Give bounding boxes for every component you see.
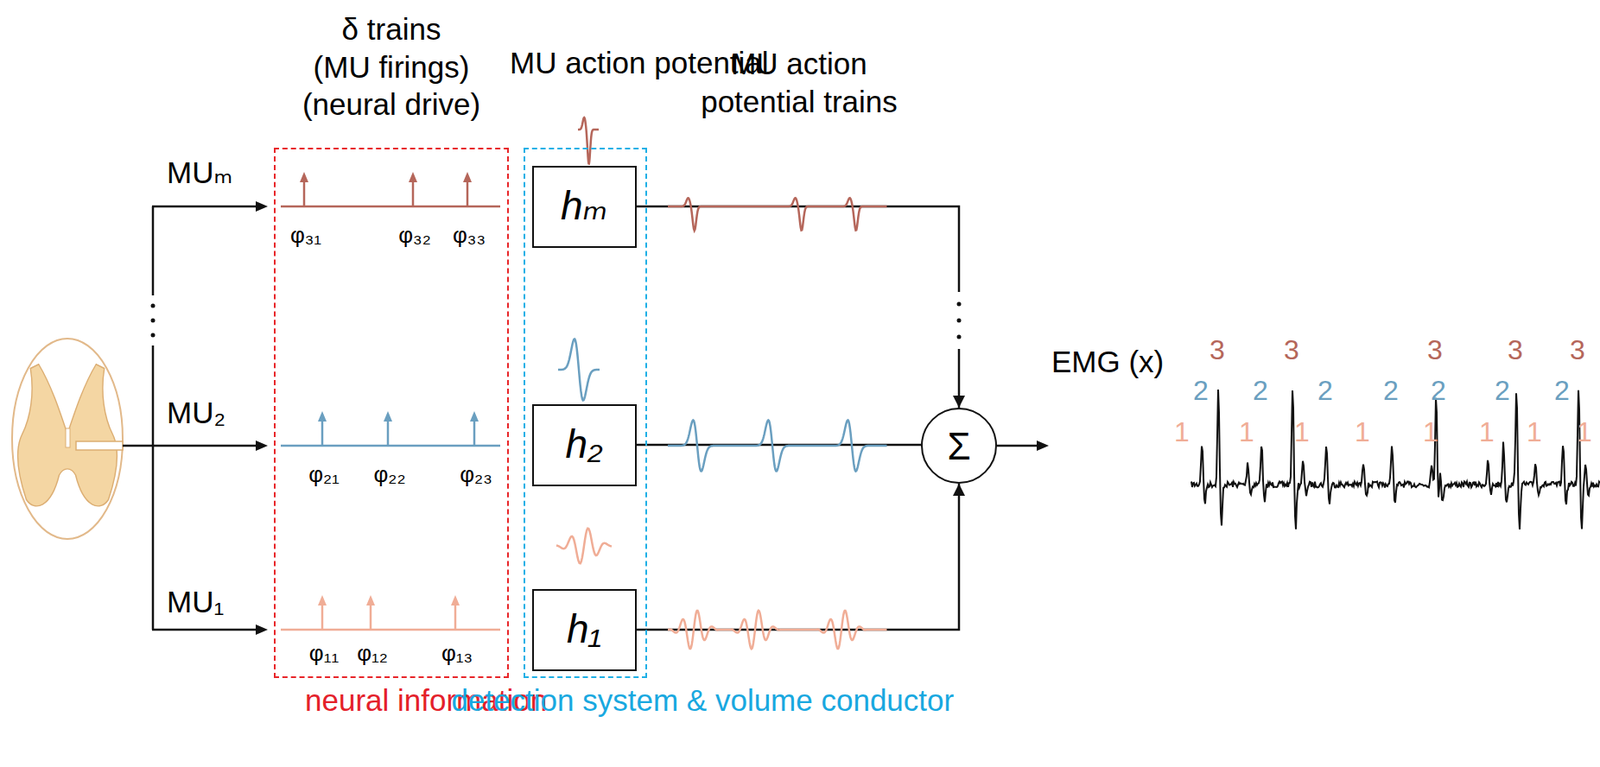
ellipsis-dot [957, 318, 962, 324]
spike-number: 2 [1554, 373, 1570, 408]
summation-symbol: Σ [946, 422, 971, 470]
transfer-function-name: h₂ [565, 419, 603, 470]
motor-unit-label: MU₂ [166, 393, 226, 432]
firing-time-label: φ₃₃ [452, 221, 486, 250]
firing-impulse [454, 603, 458, 630]
muap-shape [558, 339, 600, 401]
gray-matter [18, 364, 118, 507]
central-canal [65, 428, 70, 448]
signal-label: EMG (x) [1051, 342, 1164, 381]
branch-line [152, 206, 155, 296]
spike-number: 1 [1576, 414, 1593, 450]
delta-train-baseline [280, 444, 501, 448]
firing-impulse [412, 180, 415, 207]
ellipsis-dot [957, 302, 962, 307]
transfer-function-box: h₂ [532, 404, 637, 487]
motor-unit-label: MUₘ [166, 153, 233, 192]
action-potential-trains [667, 197, 888, 649]
arrow-head [255, 440, 268, 451]
ellipsis-dot [151, 318, 156, 324]
transfer-function-box: h₁ [532, 589, 637, 672]
muap-train [667, 197, 888, 231]
impulse-head [317, 411, 327, 422]
impulse-head [366, 595, 375, 606]
muap-shape [577, 117, 599, 165]
muap-train [667, 419, 888, 471]
spike-number: 1 [1354, 414, 1371, 450]
ellipsis-ground [952, 292, 966, 350]
spike-number: 1 [1174, 414, 1190, 450]
spike-number: 3 [1427, 332, 1443, 368]
spike-number: 2 [1193, 373, 1209, 408]
muap-train [667, 610, 888, 649]
firing-impulse [321, 419, 324, 446]
branch-line [152, 345, 155, 630]
spike-number: 1 [1526, 414, 1543, 450]
spike-number: 2 [1252, 373, 1269, 408]
muap-shape [556, 528, 612, 564]
transfer-function-name: h₁ [566, 604, 602, 655]
arrow-head [1036, 440, 1049, 451]
firing-time-label: φ₁₁ [309, 639, 339, 668]
firing-impulse [321, 603, 324, 630]
spike-number: 3 [1283, 332, 1300, 368]
ellipsis-dot [957, 335, 962, 340]
firing-impulse [473, 419, 477, 446]
signal-connector [636, 483, 960, 630]
motor-unit-label: MU₁ [166, 583, 224, 622]
firing-time-label: φ₃₂ [398, 221, 432, 250]
impulse-head [469, 411, 479, 422]
section-caption: detection system & volume conductor [451, 681, 720, 720]
summation-node: Σ [920, 407, 997, 484]
nerve-root [76, 441, 123, 451]
ellipsis-dot [151, 304, 156, 309]
branch-line [122, 444, 260, 448]
section-heading: MU action potential trains [686, 44, 912, 121]
section-heading: MU action potential [509, 44, 661, 83]
signal-connector [636, 206, 960, 408]
impulse-head [299, 171, 309, 183]
section-heading: δ trains (MU firings) (neural drive) [283, 10, 500, 124]
spinal-cord-outline [12, 338, 123, 540]
firing-time-label: φ₂₁ [308, 460, 340, 489]
branch-line [152, 628, 260, 632]
firing-time-label: φ₃₁ [290, 221, 322, 250]
detection-system-box: MU action potentialdetection system & vo… [523, 147, 648, 679]
impulse-head [383, 411, 393, 422]
spike-number: 1 [1238, 414, 1255, 450]
impulse-head [450, 595, 460, 606]
firing-time-label: φ₂₂ [373, 460, 406, 489]
arrow-head [255, 624, 268, 635]
spike-number: 2 [1383, 373, 1399, 408]
spike-number: 1 [1422, 414, 1439, 450]
firing-impulse [369, 603, 373, 630]
output-line [996, 444, 1041, 448]
firing-impulse [387, 419, 390, 446]
spike-number: 1 [1294, 414, 1310, 450]
firing-time-label: φ₂₃ [459, 460, 493, 489]
delta-train-baseline [280, 628, 501, 632]
spike-number: 2 [1317, 373, 1334, 408]
firing-impulse [303, 180, 306, 207]
spike-number: 3 [1507, 332, 1524, 368]
transfer-function-name: hₘ [560, 181, 608, 232]
impulse-head [463, 171, 472, 183]
emg-trace [1191, 389, 1600, 530]
spike-number: 2 [1494, 373, 1511, 408]
spike-number: 1 [1479, 414, 1495, 450]
spike-number: 2 [1430, 373, 1447, 408]
transfer-function-box: hₘ [532, 165, 637, 248]
spike-number: 3 [1569, 332, 1586, 368]
branch-line [152, 205, 260, 209]
spike-number: 3 [1209, 332, 1226, 368]
firing-time-label: φ₁₂ [356, 639, 388, 668]
waveforms [280, 117, 1600, 630]
ellipsis-dot [151, 333, 156, 338]
firing-time-label: φ₁₃ [441, 639, 473, 668]
impulse-head [317, 595, 327, 606]
arrow-head [255, 201, 268, 212]
firing-impulse [466, 180, 470, 207]
impulse-head [408, 171, 418, 183]
